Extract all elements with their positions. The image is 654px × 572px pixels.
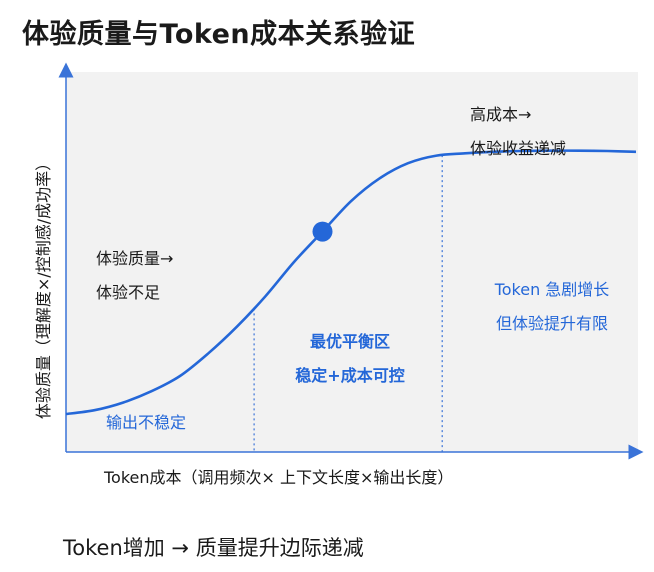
low-quality-annotation: 体验质量→ 体验不足 bbox=[96, 242, 173, 310]
footer-caption: Token增加 → 质量提升边际递减 bbox=[63, 536, 364, 560]
low-quality-line2: 体验不足 bbox=[96, 283, 161, 302]
token-surge-line2: 但体验提升有限 bbox=[495, 314, 608, 333]
optimal-line2: 稳定+成本可控 bbox=[295, 366, 405, 385]
y-axis-label: 体验质量（理解度×/控制感/成功率） bbox=[34, 154, 53, 420]
token-surge-annotation: Token 急剧增长 但体验提升有限 bbox=[462, 273, 642, 341]
low-quality-line1: 体验质量→ bbox=[96, 249, 174, 268]
x-axis-label: Token成本（调用频次× 上下文长度×输出长度） bbox=[104, 468, 454, 487]
high-cost-line2: 体验收益递减 bbox=[470, 139, 567, 158]
quality-curve bbox=[65, 149, 637, 416]
optimal-zone-annotation: 最优平衡区 稳定+成本可控 bbox=[270, 325, 430, 393]
optimal-point-marker bbox=[312, 221, 333, 242]
plot-area bbox=[66, 72, 638, 452]
high-cost-annotation: 高成本→ 体验收益递减 bbox=[470, 98, 566, 166]
high-cost-line1: 高成本→ bbox=[470, 105, 532, 124]
page-title: 体验质量与Token成本关系验证 bbox=[22, 19, 416, 50]
token-surge-line1: Token 急剧增长 bbox=[494, 280, 610, 299]
optimal-line1: 最优平衡区 bbox=[309, 332, 390, 351]
unstable-output-annotation: 输出不稳定 bbox=[106, 413, 187, 432]
